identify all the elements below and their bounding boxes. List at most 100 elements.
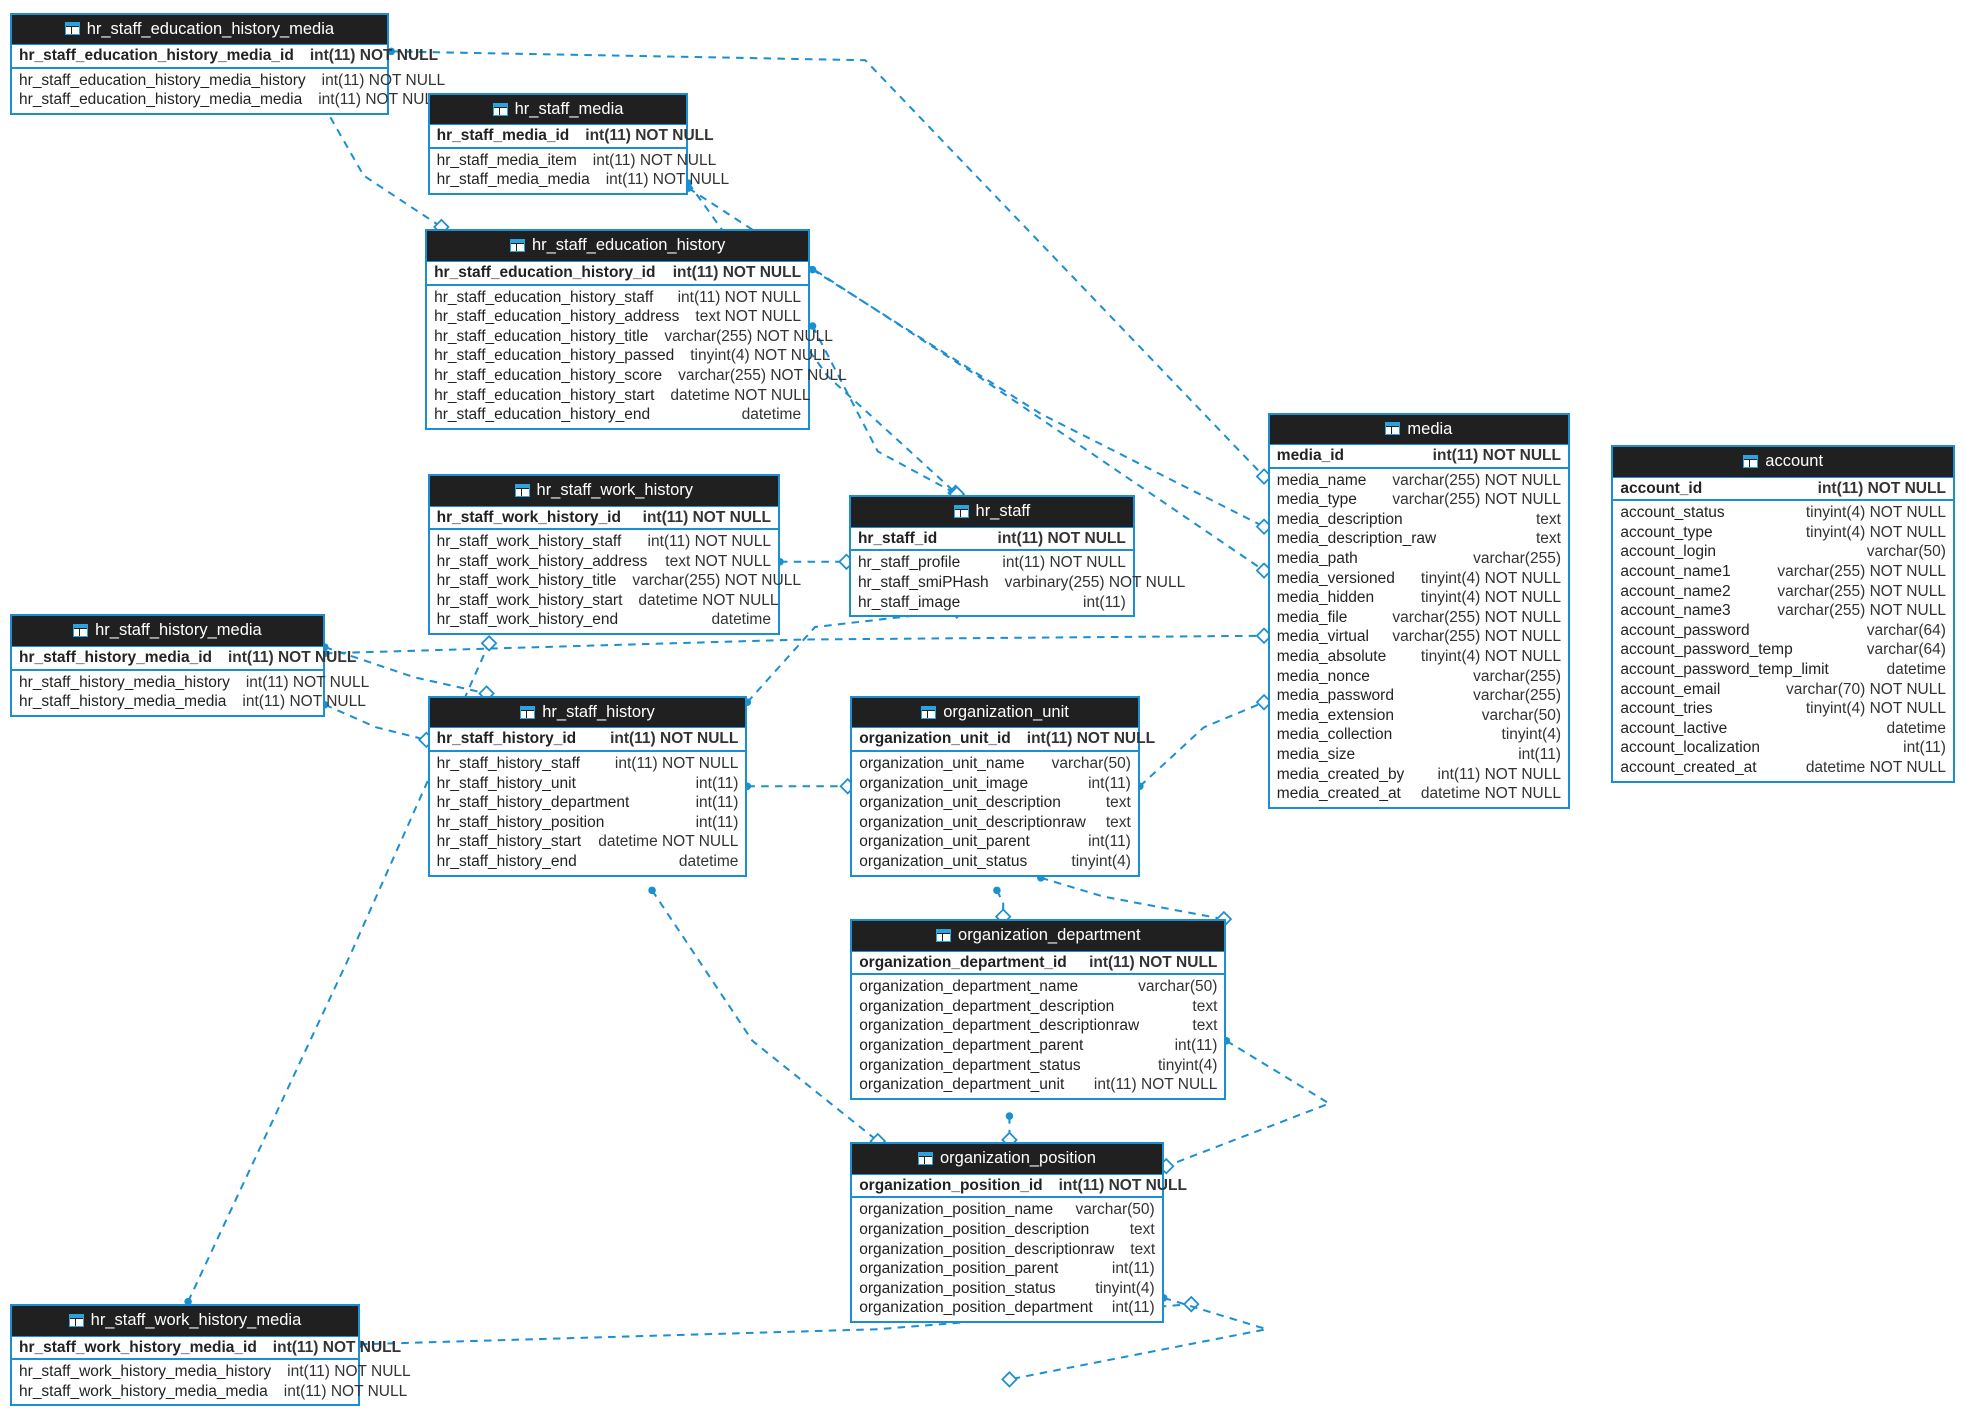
field-type: int(11) NOT NULL — [1093, 1076, 1218, 1094]
field-type: int(11) NOT NULL — [592, 151, 717, 169]
field-name: hr_staff_education_history_start — [434, 386, 655, 404]
field-name: organization_position_id — [859, 1176, 1043, 1194]
table-header: hr_staff_history — [429, 697, 746, 728]
entity-table-hr_staff_work_history[interactable]: hr_staff_work_history hr_staff_work_histo… — [427, 474, 801, 636]
field-name: hr_staff_education_history_title — [434, 327, 649, 345]
field-name: hr_staff_history_end — [436, 853, 577, 871]
field-type: text NOT NULL — [695, 308, 802, 326]
field-name: media_versioned — [1276, 569, 1395, 587]
field-name: organization_position_parent — [859, 1260, 1059, 1278]
table-name: organization_department — [958, 926, 1141, 945]
field-name: account_lactive — [1620, 719, 1728, 737]
entity-table-hr_staff_education_history[interactable]: hr_staff_education_history hr_staff_educa… — [425, 229, 847, 430]
relationship-endpoint-dot — [1005, 1112, 1014, 1120]
field-name: organization_position_name — [859, 1201, 1054, 1219]
entity-table-organization_department[interactable]: organization_department organization_depa… — [850, 919, 1227, 1100]
field-name: media_path — [1276, 550, 1358, 568]
field-type: datetime — [1886, 661, 1946, 678]
field-type: tinyint(4) NOT NULL — [690, 347, 831, 365]
field-type: int(11) — [1174, 1037, 1218, 1055]
field-type: int(11) NOT NULL — [1437, 765, 1561, 783]
relationship-line — [812, 268, 1265, 528]
field-type: int(11) NOT NULL — [672, 263, 802, 281]
table-name: hr_staff_education_history — [531, 236, 726, 255]
field-name: media_name — [1276, 471, 1367, 489]
field-name: media_absolute — [1276, 647, 1387, 665]
field-name: hr_staff_education_history_score — [434, 366, 663, 384]
field-type: text — [1536, 530, 1561, 548]
entity-table-hr_staff_education_history_media[interactable]: hr_staff_education_history_media hr_staff… — [10, 12, 445, 115]
field-type: varchar(64) — [1866, 621, 1946, 639]
fields-body: hr_staff_education_history_media_history… — [12, 69, 445, 113]
field-type: int(11) NOT NULL — [228, 648, 357, 666]
relationship-line — [324, 634, 1265, 655]
field-type: int(11) — [1088, 833, 1131, 851]
field-name: hr_staff_id — [857, 529, 938, 547]
field-type: text — [1192, 1017, 1218, 1035]
field-type: varchar(255) — [1473, 550, 1561, 568]
field-row: organization_position_parent int(11) — [852, 1259, 1161, 1279]
relationship-endpoint-diamond — [1182, 1295, 1200, 1313]
table-header: hr_staff_work_history — [429, 476, 778, 506]
field-type: int(11) NOT NULL — [642, 508, 771, 526]
field-name: hr_staff_education_history_staff — [434, 288, 654, 306]
field-type: varchar(50) — [1866, 543, 1946, 561]
field-name: organization_department_unit — [859, 1076, 1065, 1094]
table-header: hr_staff_history_media — [12, 616, 323, 646]
field-name: organization_department_id — [859, 953, 1067, 971]
relationship-line — [1139, 701, 1265, 787]
table-name: hr_staff_education_history_media — [86, 19, 335, 38]
field-type: int(11) NOT NULL — [605, 171, 730, 189]
field-type: int(11) — [1111, 1260, 1155, 1278]
field-type: datetime NOT NULL — [1420, 785, 1561, 803]
field-name: hr_staff_work_history_end — [436, 611, 619, 629]
field-name: account_tries — [1620, 700, 1713, 718]
field-type: tinyint(4) NOT NULL — [1420, 647, 1561, 665]
table-header: account — [1613, 447, 1953, 477]
field-name: hr_staff_work_history_address — [436, 552, 648, 570]
table-header: hr_staff_education_history — [427, 231, 809, 261]
field-type: int(11) — [1111, 1299, 1155, 1317]
field-type: varchar(255) NOT NULL — [678, 366, 847, 384]
relationship-line — [811, 325, 958, 495]
table-header: hr_staff_education_history_media — [12, 14, 387, 45]
field-name: media_id — [1276, 447, 1344, 465]
table-name: hr_staff_work_history — [536, 481, 694, 499]
